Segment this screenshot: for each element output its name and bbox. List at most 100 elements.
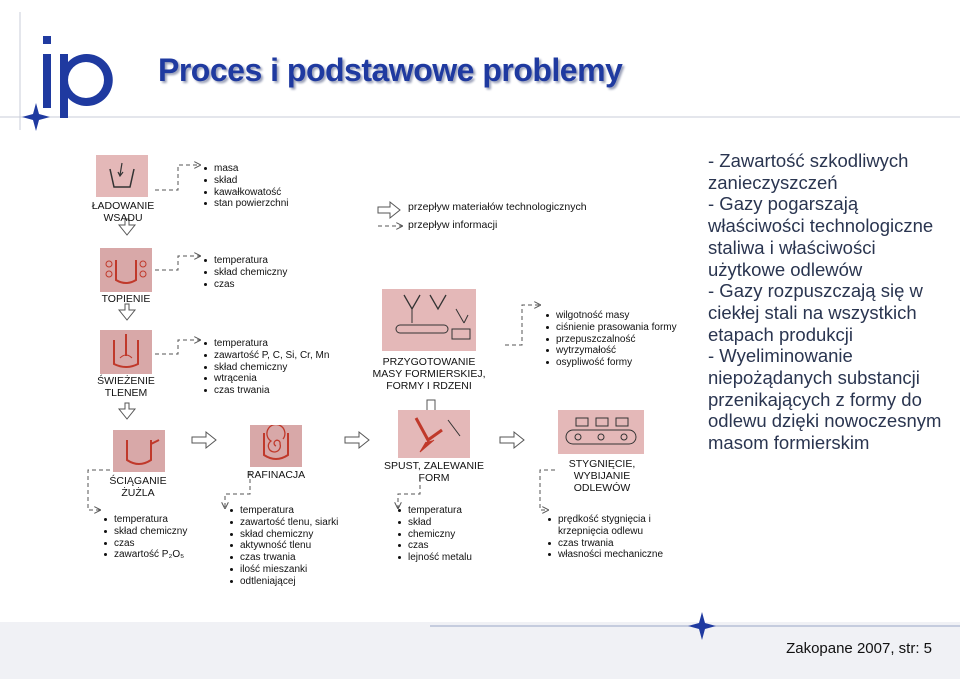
list-item: lejność metalu — [398, 552, 472, 564]
molding-label-line-2: MASY FORMIERSKIEJ, — [372, 368, 486, 380]
slag-label-line-2: ŻUŻLA — [121, 487, 155, 499]
molding-label-line-3: FORMY I RDZENI — [386, 380, 472, 392]
list-item: własności mechaniczne — [548, 549, 663, 561]
footer-page-info: Zakopane 2007, str: 5 — [786, 640, 932, 657]
pouring-label-line-2: FORM — [418, 472, 450, 484]
loading-label-line-2: WSADU — [103, 212, 143, 224]
oxygen-lance-icon — [113, 334, 139, 368]
list-item: ilość mieszanki — [230, 564, 338, 576]
list-item: czas trwania — [204, 385, 329, 397]
footer-band — [0, 622, 960, 679]
mold-preparation-icon — [395, 294, 471, 340]
loading-label-line-1: ŁADOWANIE — [91, 200, 155, 212]
list-item: skład — [398, 517, 472, 529]
molding-label-line-1: PRZYGOTOWANIE — [382, 356, 476, 368]
spiral-icon — [263, 423, 289, 460]
list-item: osypliwość formy — [546, 357, 677, 369]
list-item: skład chemiczny — [230, 529, 338, 541]
solidification-params: prędkość stygnięcia i krzepnięcia odlewu… — [548, 514, 663, 561]
conveyor-icon — [565, 417, 637, 445]
refining-label-line-1: RAFINACJA — [246, 469, 306, 481]
list-item: zawartość P₂O₅ — [104, 549, 187, 561]
molding-label: PRZYGOTOWANIE MASY FORMIERSKIEJ, FORMY I… — [370, 356, 488, 392]
pouring-label-line-1: SPUST, ZALEWANIE — [384, 460, 484, 472]
list-item: krzepnięcia odlewu — [558, 525, 644, 537]
problem-paragraph-4: - Wyeliminowanie niepożądanych substancj… — [708, 345, 942, 454]
melting-label: TOPIENIE — [86, 293, 166, 305]
flow-arrow-5 — [344, 430, 370, 450]
title-underline — [150, 116, 960, 118]
slag-ladle-icon — [126, 439, 160, 465]
flow-arrow-1 — [117, 218, 137, 236]
solidification-label-line-3: ODLEWÓW — [573, 482, 631, 494]
solidification-box — [558, 410, 644, 454]
pouring-label: SPUST, ZALEWANIE FORM — [374, 460, 494, 484]
page-title: Proces i podstawowe problemy — [158, 52, 623, 88]
list-item: zawartość P, C, Si, Cr, Mn — [204, 350, 329, 362]
solidification-label-line-1: STYGNIĘCIE, — [568, 458, 636, 470]
list-item: prędkość stygnięcia i — [548, 514, 663, 526]
logo-p — [60, 54, 113, 118]
list-item: skład chemiczny — [104, 526, 187, 538]
logo-dot — [43, 36, 51, 44]
list-item: kawałkowatość — [204, 187, 288, 199]
slag-label: ŚCIĄGANIE ŻUŻLA — [98, 475, 178, 499]
slag-box — [113, 430, 165, 472]
flow-arrow-6 — [499, 430, 525, 450]
pouring-box — [398, 410, 470, 458]
list-item: przepuszczalność — [546, 334, 677, 346]
legend-info-flow: przepływ informacji — [408, 219, 498, 231]
problem-paragraph-1: - Zawartość szkodliwych zanieczyszczeń — [708, 150, 909, 193]
list-item: stan powierzchni — [204, 198, 288, 210]
list-item: czas — [204, 279, 287, 291]
flow-arrow-3 — [117, 402, 137, 420]
list-item: skład chemiczny — [204, 362, 329, 374]
list-item: aktywność tlenu — [230, 540, 338, 552]
list-item: temperatura — [230, 505, 338, 517]
molding-box — [382, 289, 476, 351]
list-item: skład — [204, 175, 288, 187]
problems-text: - Zawartość szkodliwych zanieczyszczeń -… — [708, 150, 953, 454]
info-arrow-refreshing — [155, 340, 200, 355]
info-arrow-pouring — [398, 478, 421, 508]
list-item: skład chemiczny — [204, 267, 287, 279]
refining-box — [250, 423, 302, 467]
logo-star-icon — [22, 103, 50, 131]
list-item: chemiczny — [398, 529, 472, 541]
list-item: temperatura — [204, 338, 329, 350]
list-item: zawartość tlenu, siarki — [230, 517, 338, 529]
melting-params: temperatura skład chemiczny czas — [204, 255, 287, 290]
list-item: temperatura — [104, 514, 187, 526]
refining-params: temperatura zawartość tlenu, siarki skła… — [230, 505, 338, 588]
loading-box — [96, 155, 148, 197]
pouring-params: temperatura skład chemiczny czas lejność… — [398, 505, 472, 564]
solidification-label: STYGNIĘCIE, WYBIJANIE ODLEWÓW — [548, 458, 656, 494]
list-item: czas — [398, 540, 472, 552]
legend-material-flow: przepływ materiałów technologicznych — [408, 201, 587, 213]
list-item: temperatura — [398, 505, 472, 517]
slag-params: temperatura skład chemiczny czas zawarto… — [104, 514, 187, 561]
footer-decoration — [430, 612, 960, 640]
list-item: wytrzymałość — [546, 345, 677, 357]
logo-i-stem — [43, 54, 51, 108]
problem-paragraph-2: - Gazy pogarszają właściwości technologi… — [708, 193, 934, 280]
footer-star-icon — [688, 612, 716, 640]
info-arrow-refining — [225, 472, 251, 508]
loading-label: ŁADOWANIE WSADU — [80, 200, 166, 224]
problem-paragraph-3: - Gazy rozpuszczają się w ciekłej stali … — [708, 280, 923, 345]
info-arrow-melting — [155, 256, 200, 271]
melting-label-line-1: TOPIENIE — [101, 293, 151, 305]
ladle-icon — [109, 162, 135, 188]
list-item: ciśnienie prasowania formy — [546, 322, 677, 334]
list-item: masa — [204, 163, 288, 175]
flow-arrow-legend — [377, 200, 401, 220]
info-arrow-molding — [505, 305, 540, 346]
refreshing-label-line-1: ŚWIEŻENIE — [97, 375, 155, 387]
refreshing-label: ŚWIEŻENIE TLENEM — [86, 375, 166, 399]
slag-label-line-1: ŚCIĄGANIE — [109, 475, 167, 487]
refreshing-params: temperatura zawartość P, C, Si, Cr, Mn s… — [204, 338, 329, 397]
list-item: wilgotność masy — [546, 310, 677, 322]
list-item: czas — [104, 538, 187, 550]
list-item: odtleniającej — [230, 576, 338, 588]
loading-params: masa skład kawałkowatość stan powierzchn… — [204, 163, 288, 210]
